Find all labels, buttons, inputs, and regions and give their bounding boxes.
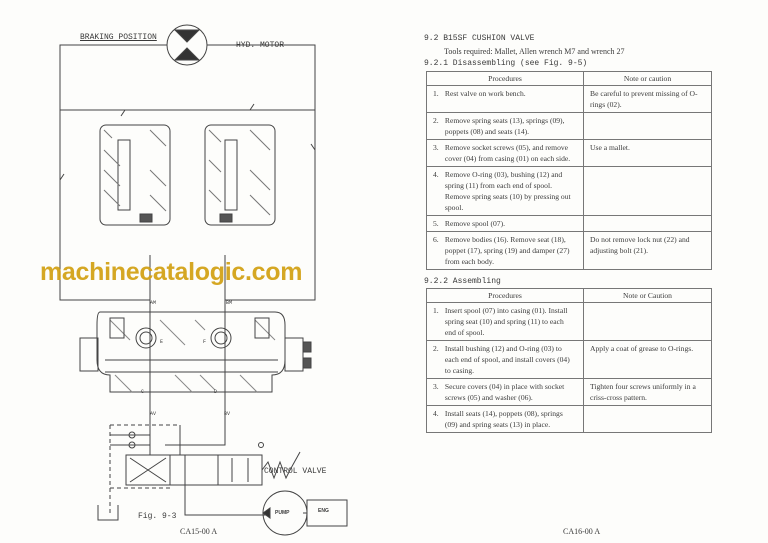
table-header-row: Procedures Note or caution <box>426 70 712 86</box>
procedure-cell: 3. Secure covers (04) in place with sock… <box>426 378 584 406</box>
table-row: 3. Remove socket screws (05), and remove… <box>426 138 712 167</box>
tools-required: Tools required: Mallet, Allen wrench M7 … <box>444 46 625 56</box>
table-row: 2. Remove spring seats (13), springs (09… <box>426 111 712 140</box>
pump-symbol <box>262 490 348 536</box>
step-number: 1. <box>433 306 439 315</box>
step-number: 5. <box>433 218 439 228</box>
assembling-heading: 9.2.2 Assembling <box>424 276 501 286</box>
note-cell <box>583 165 712 216</box>
step-number: 4. <box>433 169 439 179</box>
right-page-column: 9.2 B15SF CUSHION VALVE Tools required: … <box>424 33 716 433</box>
step-number: 2. <box>433 344 439 353</box>
procedure-cell: 1. Rest valve on work bench. <box>426 84 584 113</box>
engine-label: ENG <box>318 508 329 514</box>
note-cell: Use a mallet. <box>583 138 712 167</box>
control-valve-symbol <box>125 442 301 516</box>
table-row: 2. Install bushing (12) and O-ring (03) … <box>426 340 712 379</box>
table-row: 4. Remove O-ring (03), bushing (12) and … <box>426 165 712 216</box>
note-cell <box>583 214 712 232</box>
procedure-text: Remove bodies (16). Remove seat (18), po… <box>444 234 570 266</box>
step-number: 4. <box>433 409 439 418</box>
label-e: E <box>160 339 164 345</box>
procedure-text: Install seats (14), poppets (08), spring… <box>444 409 563 429</box>
assembling-table: Procedures Note or Caution 1. Insert spo… <box>426 288 712 433</box>
table-header-row: Procedures Note or Caution <box>426 288 712 303</box>
control-valve-label: CONTROL VALVE <box>264 467 327 476</box>
procedure-cell: 5. Remove spool (07). <box>426 214 584 232</box>
procedure-text: Install bushing (12) and O-ring (03) to … <box>444 344 570 375</box>
note-cell <box>583 405 712 433</box>
procedure-text: Insert spool (07) into casing (01). Inst… <box>444 306 568 337</box>
diagram-title: BRAKING POSITION <box>80 33 157 42</box>
procedure-text: Secure covers (04) in place with socket … <box>444 382 565 402</box>
note-cell: Be careful to prevent missing of O-rings… <box>583 84 712 113</box>
note-cell: Tighten four screws uniformly in a criss… <box>583 378 712 406</box>
procedure-cell: 4. Remove O-ring (03), bushing (12) and … <box>426 165 584 216</box>
port-am-label: AM <box>150 300 157 306</box>
table-row: 4. Install seats (14), poppets (08), spr… <box>426 405 712 433</box>
procedure-text: Remove spring seats (13), springs (09), … <box>444 115 565 136</box>
disassembling-table: Procedures Note or caution 1. Rest valve… <box>426 70 712 270</box>
procedure-cell: 4. Install seats (14), poppets (08), spr… <box>426 405 584 433</box>
right-page-code: CA16-00 A <box>563 527 601 536</box>
step-number: 3. <box>433 142 439 152</box>
procedure-cell: 1. Insert spool (07) into casing (01). I… <box>426 302 584 341</box>
label-f: F <box>203 339 207 345</box>
motor-label: HYD. MOTOR <box>236 41 285 50</box>
header-note: Note or Caution <box>583 288 712 303</box>
procedure-text: Rest valve on work bench. <box>444 88 526 98</box>
section-heading: 9.2 B15SF CUSHION VALVE <box>424 34 535 43</box>
cushion-valve-section-lower <box>79 300 312 400</box>
note-cell <box>583 111 712 140</box>
label-d: D <box>214 389 218 395</box>
label-c: C <box>141 389 145 395</box>
cushion-valve-section-upper <box>99 124 276 226</box>
step-number: 6. <box>433 234 439 244</box>
note-cell: Do not remove lock nut (22) and adjustin… <box>583 230 712 270</box>
procedure-text: Remove socket screws (05), and remove co… <box>444 142 571 163</box>
figure-caption: Fig. 9-3 <box>138 512 177 521</box>
hyd-motor-symbol <box>166 24 208 66</box>
table-row: 1. Insert spool (07) into casing (01). I… <box>426 302 712 341</box>
header-note: Note or caution <box>583 70 712 86</box>
procedure-cell: 3. Remove socket screws (05), and remove… <box>426 138 584 167</box>
note-cell: Apply a coat of grease to O-rings. <box>583 340 712 379</box>
procedure-text: Remove spool (07). <box>444 218 506 228</box>
procedure-cell: 2. Remove spring seats (13), springs (09… <box>426 111 584 140</box>
table-row: 1. Rest valve on work bench.Be careful t… <box>426 84 712 113</box>
procedure-cell: 2. Install bushing (12) and O-ring (03) … <box>426 340 584 379</box>
port-bv-label: BV <box>224 411 231 417</box>
watermark: machinecatalogic.com <box>40 258 303 286</box>
pilot-and-control-lines <box>97 400 226 521</box>
table-row: 5. Remove spool (07). <box>426 214 712 232</box>
pump-label: PUMP <box>275 510 290 516</box>
header-procedures: Procedures <box>426 288 584 303</box>
procedure-cell: 6. Remove bodies (16). Remove seat (18),… <box>426 230 584 270</box>
port-bm-label: BM <box>226 300 233 306</box>
table-row: 3. Secure covers (04) in place with sock… <box>426 378 712 406</box>
disassembling-heading: 9.2.1 Disassembling (see Fig. 9-5) <box>424 59 588 68</box>
header-procedures: Procedures <box>426 70 584 86</box>
step-number: 3. <box>433 382 439 391</box>
note-cell <box>583 302 712 341</box>
table-row: 6. Remove bodies (16). Remove seat (18),… <box>426 230 712 270</box>
step-number: 1. <box>433 88 439 98</box>
procedure-text: Remove O-ring (03), bushing (12) and spr… <box>444 169 571 212</box>
step-number: 2. <box>433 115 439 125</box>
left-page-code: CA15-00 A <box>180 527 218 536</box>
port-av-label: AV <box>150 411 157 417</box>
